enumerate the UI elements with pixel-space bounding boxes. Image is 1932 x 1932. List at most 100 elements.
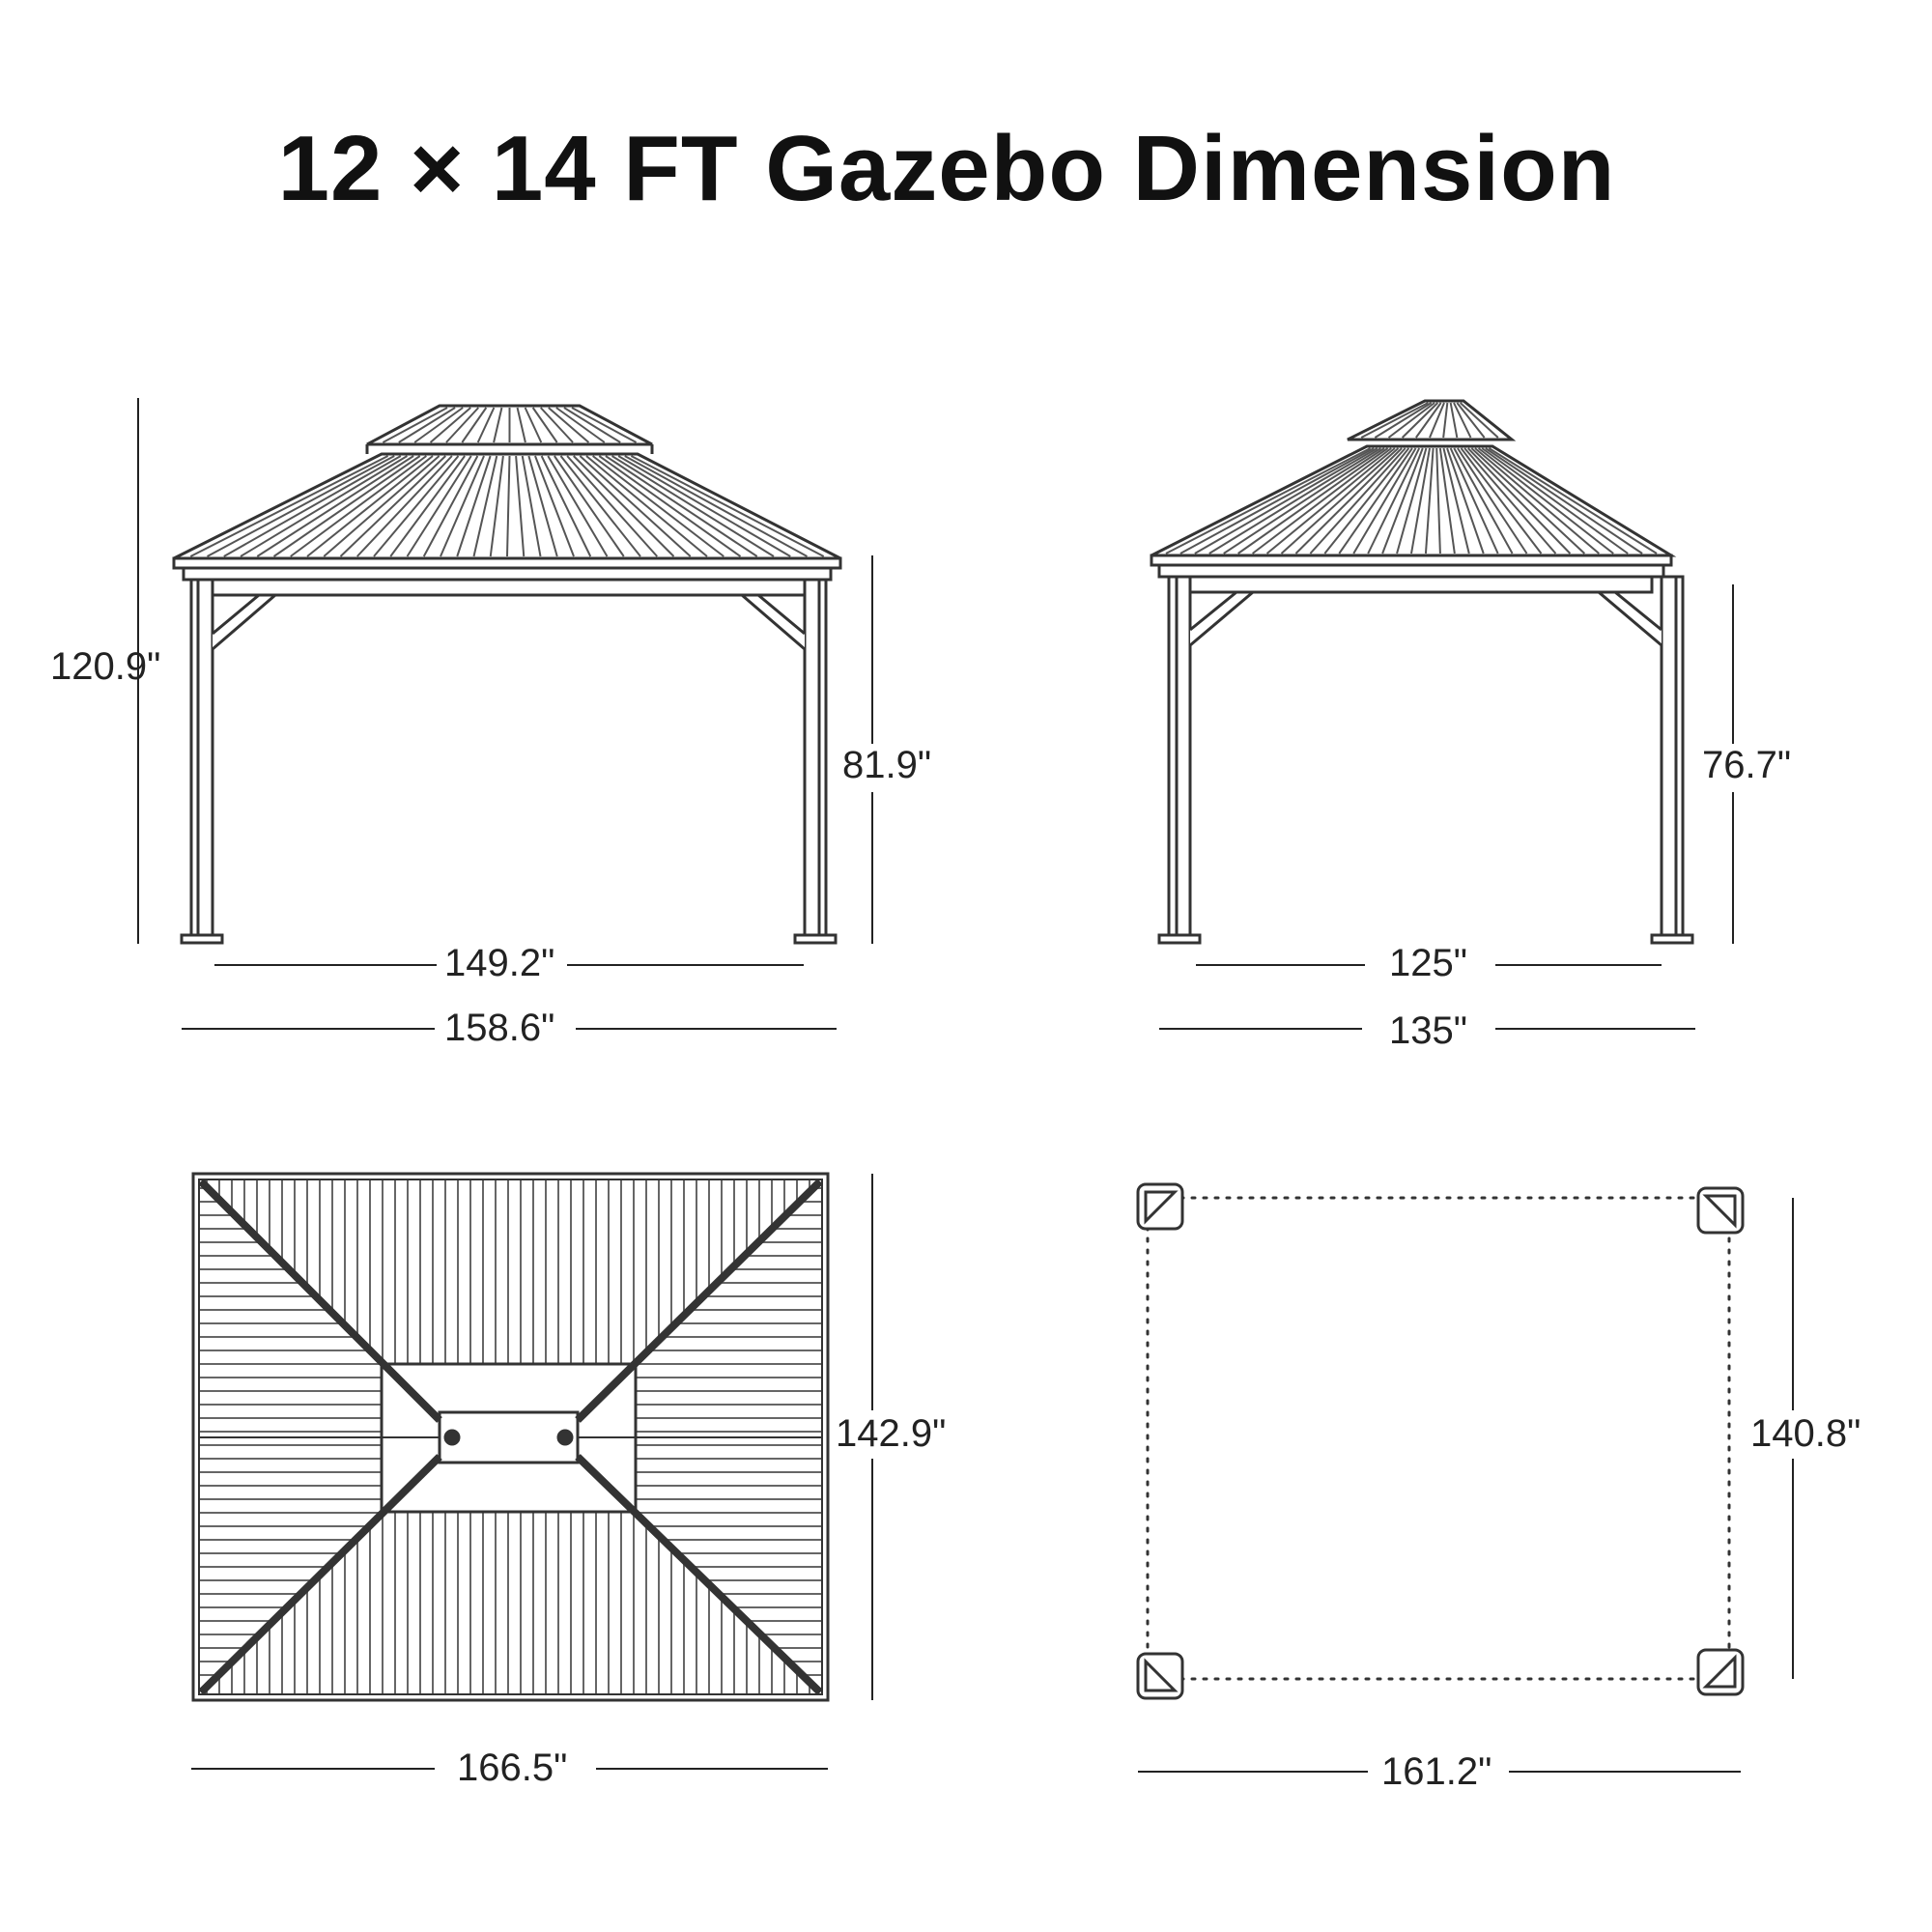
roof-rib bbox=[539, 407, 574, 443]
roof-rib bbox=[456, 455, 492, 557]
roof-rib bbox=[398, 407, 456, 443]
side-inner-width-line-right bbox=[1495, 964, 1662, 966]
front-outer-width-label: 158.6" bbox=[444, 1007, 555, 1049]
roof-rib bbox=[1294, 447, 1403, 554]
roof-rib bbox=[290, 455, 427, 557]
front-inner-width-line-right bbox=[567, 964, 804, 966]
footprint-depth-line-top bbox=[1792, 1198, 1794, 1410]
roof-rib bbox=[506, 455, 511, 557]
roof-rib bbox=[207, 455, 395, 557]
front-total-height-line bbox=[137, 398, 139, 944]
roof-rib bbox=[272, 455, 421, 557]
roof-rib bbox=[1442, 402, 1449, 439]
roof-rib bbox=[611, 455, 775, 557]
roof-rib bbox=[382, 407, 448, 443]
side-inner-width-label: 125" bbox=[1389, 942, 1467, 984]
roof-rib bbox=[516, 407, 526, 443]
roof-rib bbox=[527, 455, 558, 557]
roof-rib bbox=[356, 455, 453, 557]
roof-rib bbox=[223, 455, 402, 557]
roof-rib bbox=[1338, 447, 1413, 554]
roof-rib bbox=[1223, 447, 1385, 554]
roof-rib bbox=[189, 455, 389, 557]
footprint-depth-line-bottom bbox=[1792, 1459, 1794, 1679]
roof-rib bbox=[339, 455, 446, 557]
roof-rib bbox=[323, 455, 440, 557]
roof-rib bbox=[579, 455, 692, 557]
roof-rib bbox=[1179, 447, 1375, 554]
roof-rib bbox=[630, 455, 825, 557]
roof-rib bbox=[1435, 447, 1441, 554]
side-inner-width-line-left bbox=[1196, 964, 1365, 966]
footprint-depth-label: 140.8" bbox=[1750, 1412, 1861, 1455]
roof-rib bbox=[1449, 402, 1459, 439]
roof-rib bbox=[571, 407, 638, 443]
roof-rib bbox=[429, 407, 471, 443]
front-outer-width-line-left bbox=[182, 1028, 435, 1030]
top-width-line-left bbox=[191, 1768, 435, 1770]
roof-rib bbox=[1280, 447, 1400, 554]
roof-rib bbox=[373, 455, 460, 557]
roof-rib bbox=[605, 455, 758, 557]
roof-rib bbox=[493, 407, 503, 443]
roof-rib bbox=[559, 455, 641, 557]
roof-rib bbox=[554, 455, 625, 557]
roof-rib bbox=[1460, 447, 1543, 554]
top-depth-label: 142.9" bbox=[836, 1412, 947, 1455]
roof-rib bbox=[1424, 447, 1435, 554]
page-title: 12 × 14 FT Gazebo Dimension bbox=[277, 117, 1616, 220]
roof-rib bbox=[1485, 447, 1643, 554]
side-post-height-line-bottom bbox=[1732, 792, 1734, 944]
roof-rib bbox=[592, 455, 724, 557]
roof-rib bbox=[585, 455, 708, 557]
footprint-corner-top-right bbox=[1696, 1186, 1745, 1235]
roof-rib bbox=[1252, 447, 1392, 554]
roof-rib bbox=[413, 407, 464, 443]
roof-rib bbox=[1457, 447, 1528, 554]
roof-rib bbox=[440, 455, 485, 557]
roof-rib bbox=[472, 455, 498, 557]
roof-rib bbox=[1477, 447, 1614, 554]
roof-rib bbox=[406, 455, 472, 557]
roof-rib bbox=[1410, 447, 1431, 554]
roof-rib bbox=[1453, 402, 1472, 439]
side-post-height-label: 76.7" bbox=[1702, 744, 1792, 786]
roof-rib bbox=[573, 455, 675, 557]
side-outer-width-line-right bbox=[1495, 1028, 1695, 1030]
roof-rib bbox=[1470, 447, 1586, 554]
roof-rib bbox=[1165, 447, 1372, 554]
roof-rib bbox=[521, 455, 542, 557]
front-inner-width-label: 149.2" bbox=[444, 942, 555, 984]
top-width-label: 166.5" bbox=[457, 1747, 568, 1789]
roof-rib bbox=[617, 455, 791, 557]
roof-rib bbox=[1429, 402, 1445, 439]
roof-rib bbox=[555, 407, 606, 443]
roof-rib bbox=[1446, 447, 1485, 554]
roof-rib bbox=[515, 455, 526, 557]
side-outer-width-line-left bbox=[1159, 1028, 1362, 1030]
roof-rib bbox=[1360, 402, 1429, 439]
roof-rib bbox=[1481, 447, 1629, 554]
roof-rib bbox=[1459, 402, 1499, 439]
roof-rib bbox=[1381, 447, 1424, 554]
roof-rib bbox=[598, 455, 742, 557]
roof-rib bbox=[548, 407, 590, 443]
roof-rib bbox=[524, 407, 543, 443]
roof-rib bbox=[1323, 447, 1410, 554]
footprint-corner-bottom-left bbox=[1136, 1652, 1184, 1700]
roof-rib bbox=[1374, 402, 1433, 439]
roof-rib bbox=[306, 455, 434, 557]
roof-rib bbox=[445, 407, 480, 443]
roof-rib bbox=[1194, 447, 1378, 554]
side-post-height-line-top bbox=[1732, 584, 1734, 744]
front-post-height-label: 81.9" bbox=[842, 744, 932, 786]
roof-rib bbox=[1474, 447, 1600, 554]
roof-rib bbox=[1352, 447, 1417, 554]
roof-rib bbox=[1438, 447, 1456, 554]
